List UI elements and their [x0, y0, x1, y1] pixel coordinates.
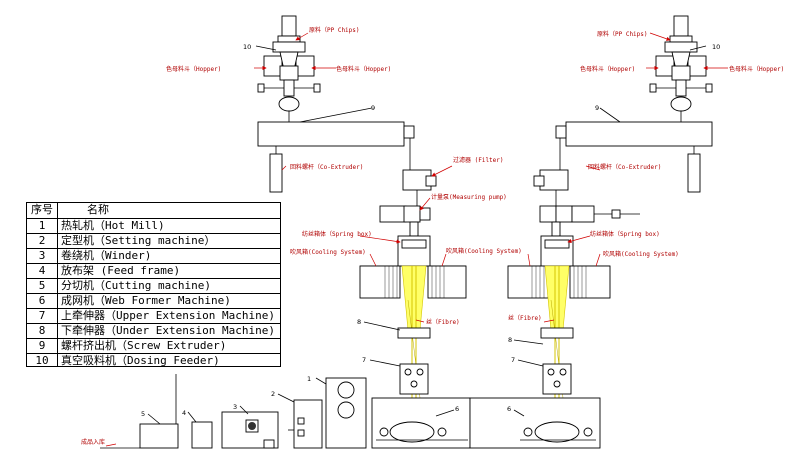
legend-row-name: 真空吸料机（Dosing Feeder) [61, 354, 220, 367]
num-4: 4 [182, 409, 186, 417]
legend-row-name: 热轧机（Hot Mill) [61, 219, 165, 232]
winder [221, 411, 279, 449]
legend-row-name: 下牵伸器（Under Extension Machine) [61, 324, 275, 337]
right-filter-pump [533, 169, 640, 237]
legend-row-name: 卷绕机（Winder) [61, 249, 152, 262]
label-product-out: 成品入库 [81, 438, 105, 446]
num-7-right: 7 [511, 356, 515, 364]
label-pp-chips-right: 原料（PP Chips) [597, 30, 648, 38]
label-filter: 过滤器 (Filter) [453, 156, 504, 164]
leader-lines [105, 32, 728, 447]
label-hopper-left-2: 色母料斗（Hopper) [336, 65, 391, 73]
label-cooling-left-1: 吹风箱(Cooling System) [290, 248, 366, 256]
left-cooling-system [359, 265, 467, 299]
legend-row-name: 放布架 (Feed frame) [61, 264, 181, 277]
num-7-left: 7 [362, 356, 366, 364]
legend-row-no: 3 [27, 249, 58, 263]
num-1: 1 [307, 375, 311, 383]
num-6-left: 6 [455, 405, 459, 413]
legend-row-name: 分切机（Cutting machine) [61, 279, 211, 292]
left-web-former [371, 397, 471, 449]
num-2: 2 [271, 390, 275, 398]
diagram-labels: 原料（PP Chips) 色母料斗（Hopper) 色母料斗（Hopper) 回… [81, 26, 784, 446]
left-extension-machines [397, 327, 431, 395]
num-10-left: 10 [243, 43, 251, 51]
label-fibre-right: 丝（Fibre) [508, 314, 542, 322]
label-co-extruder-right: 回料螺杆（Co-Extruder) [588, 163, 661, 171]
legend-row-no: 1 [27, 219, 58, 233]
label-spring-box-left: 纺丝箱体（Spring box) [302, 230, 372, 238]
legend-row-no: 5 [27, 279, 58, 293]
num-9-left: 9 [371, 104, 375, 112]
num-3: 3 [233, 403, 237, 411]
left-screw-extruder [257, 121, 415, 193]
right-cooling-system [507, 265, 611, 299]
setting-machine [288, 399, 323, 449]
num-8-left: 8 [357, 318, 361, 326]
legend-row-no: 10 [27, 354, 58, 367]
feed-frame [191, 421, 213, 449]
legend-header-no: 序号 [27, 203, 58, 218]
right-spinning-box [508, 235, 610, 267]
legend-row-no: 6 [27, 294, 58, 308]
right-extension-machines [540, 327, 574, 395]
label-hopper-right-2: 色母料斗（Hopper) [729, 65, 784, 73]
label-spring-box-right: 纺丝箱体（Spring box) [590, 230, 660, 238]
legend-row-name: 定型机（Setting machine） [61, 234, 216, 247]
label-co-extruder-left: 回料螺杆（Co-Extruder) [290, 163, 363, 171]
num-5: 5 [141, 410, 145, 418]
num-6-right: 6 [507, 405, 511, 413]
left-feeder-assembly [257, 15, 321, 122]
hot-mill [325, 377, 367, 449]
label-fibre-left: 丝（Fibre) [426, 318, 460, 326]
label-cooling-right: 吹风箱(Cooling System) [603, 250, 679, 258]
legend-row-name: 成网机（Web Former Machine) [61, 294, 231, 307]
num-9-right: 9 [595, 104, 599, 112]
label-pp-chips-left: 原料（PP Chips) [309, 26, 360, 34]
legend-row-no: 2 [27, 234, 58, 248]
legend-row-no: 8 [27, 324, 58, 338]
legend-header: 序号 名称 [27, 203, 280, 218]
right-screw-extruder [555, 121, 713, 193]
right-web-former [469, 397, 601, 449]
label-hopper-right-1: 色母料斗（Hopper) [580, 65, 635, 73]
label-measuring-pump: 计量泵(Measuring pump) [431, 193, 507, 201]
right-feeder-assembly [649, 15, 713, 122]
legend-row-no: 9 [27, 339, 58, 353]
num-10-right: 10 [712, 43, 720, 51]
legend-header-name: 名称 [87, 203, 109, 216]
num-8-right: 8 [508, 336, 512, 344]
legend-row-no: 7 [27, 309, 58, 323]
label-hopper-left-1: 色母料斗（Hopper) [166, 65, 221, 73]
label-cooling-left-2: 吹风箱(Cooling System) [446, 247, 522, 255]
left-filter-pump [379, 169, 437, 237]
legend-row-no: 4 [27, 264, 58, 278]
legend-row-name: 上牵伸器（Upper Extension Machine) [61, 309, 275, 322]
cutting-machine [139, 374, 179, 449]
legend-row-name: 螺杆挤出机（Screw Extruder) [61, 339, 227, 352]
